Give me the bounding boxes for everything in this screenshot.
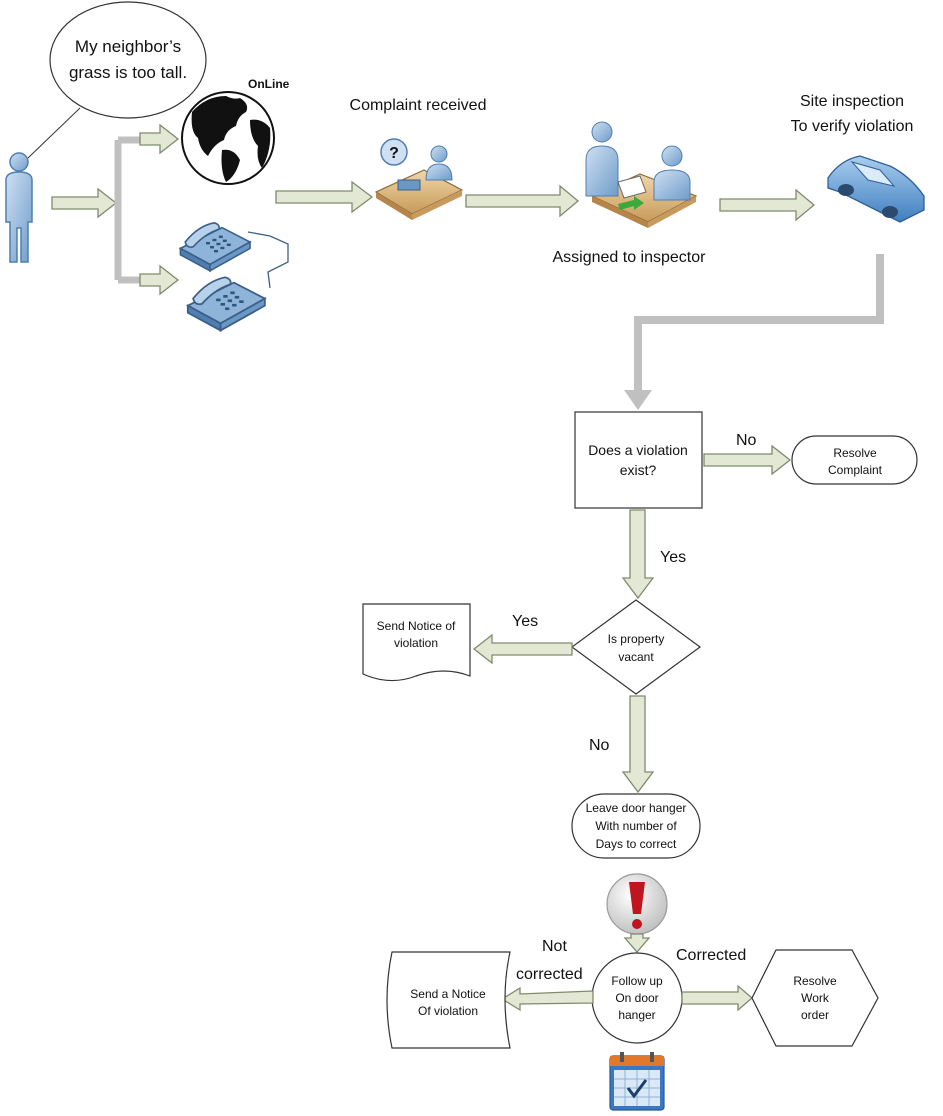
svg-text:?: ?	[389, 145, 399, 162]
decision-violation-line-2: exist?	[620, 462, 657, 478]
arrow-no-to-door-hanger	[621, 695, 655, 794]
resolve-complaint-line-2: Complaint	[828, 463, 883, 477]
telephone-icon	[179, 222, 289, 332]
follow-up-line-2: On door	[615, 991, 658, 1005]
complaint-received-label: Complaint received	[350, 97, 487, 114]
arrow-to-follow-up	[623, 933, 651, 953]
arrow-to-site-inspection	[719, 188, 816, 222]
resolve-work-order-line-1: Resolve	[793, 974, 837, 988]
edge-label-not-corrected-1: Not	[542, 938, 567, 955]
follow-up-node: Follow up On door hanger	[591, 952, 683, 1044]
send-notice-document-1: Send Notice of violation	[362, 603, 471, 682]
arrow-to-channels	[51, 187, 118, 219]
resolve-work-order-node: Resolve Work order	[751, 949, 879, 1047]
resolve-complaint-line-1: Resolve	[833, 446, 877, 460]
edge-label-yes-1: Yes	[660, 549, 686, 566]
arrow-to-online	[139, 123, 180, 155]
arrow-to-assign-inspector	[465, 184, 580, 218]
online-label: OnLine	[248, 77, 290, 91]
send-notice-1-line-1: Send Notice of	[377, 619, 456, 633]
speech-bubble: My neighbor’s grass is too tall.	[27, 1, 207, 159]
alert-icon	[606, 873, 668, 935]
arrow-to-phones	[139, 264, 180, 296]
decision-vacant-line-2: vacant	[618, 650, 654, 664]
resolve-work-order-line-3: order	[801, 1008, 829, 1022]
calendar-icon	[609, 1052, 665, 1111]
resolve-work-order-line-2: Work	[801, 991, 830, 1005]
speech-line-1: My neighbor’s	[75, 37, 181, 56]
edge-label-yes-2: Yes	[512, 613, 538, 630]
edge-label-corrected: Corrected	[676, 947, 746, 964]
arrow-not-corrected	[500, 986, 594, 1012]
arrow-yes-to-vacant-decision	[621, 509, 655, 600]
send-notice-1-line-2: violation	[394, 636, 438, 650]
globe-icon	[181, 91, 275, 185]
edge-label-no-2: No	[589, 737, 610, 754]
car-icon	[827, 155, 925, 223]
edge-label-not-corrected-2: corrected	[516, 966, 583, 983]
follow-up-line-1: Follow up	[611, 974, 663, 988]
door-hanger-line-2: With number of	[595, 819, 677, 833]
door-hanger-line-1: Leave door hanger	[586, 801, 687, 815]
arrow-to-complaint-received	[275, 180, 374, 214]
arrow-no-to-resolve-complaint	[703, 444, 792, 476]
send-notice-2-line-1: Send a Notice	[410, 987, 486, 1001]
channel-bracket	[114, 136, 140, 284]
arrow-corrected	[681, 984, 753, 1012]
complaint-desk-icon: ?	[374, 138, 464, 220]
decision-violation-line-1: Does a violation	[588, 442, 688, 458]
edge-label-no-1: No	[736, 432, 757, 449]
connector-to-decision	[624, 254, 884, 410]
decision-vacant-line-1: Is property	[608, 632, 665, 646]
speech-line-2: grass is too tall.	[69, 63, 187, 82]
decision-property-vacant: Is property vacant	[570, 599, 702, 695]
follow-up-line-3: hanger	[618, 1008, 655, 1022]
assigned-to-inspector-label: Assigned to inspector	[553, 249, 707, 266]
complainant-person-icon	[5, 152, 33, 263]
send-notice-2-line-2: Of violation	[418, 1004, 478, 1018]
arrow-yes-to-send-notice	[472, 633, 573, 665]
send-notice-document-2: Send a Notice Of violation	[386, 951, 511, 1049]
door-hanger-node: Leave door hanger With number of Days to…	[571, 793, 701, 859]
decision-violation-exists: Does a violation exist?	[574, 411, 703, 509]
site-inspection-label-1: Site inspection	[800, 93, 904, 110]
site-inspection-label-2: To verify violation	[791, 118, 914, 135]
inspector-handoff-icon	[585, 121, 698, 228]
resolve-complaint-node: Resolve Complaint	[791, 435, 918, 485]
door-hanger-line-3: Days to correct	[596, 837, 677, 851]
